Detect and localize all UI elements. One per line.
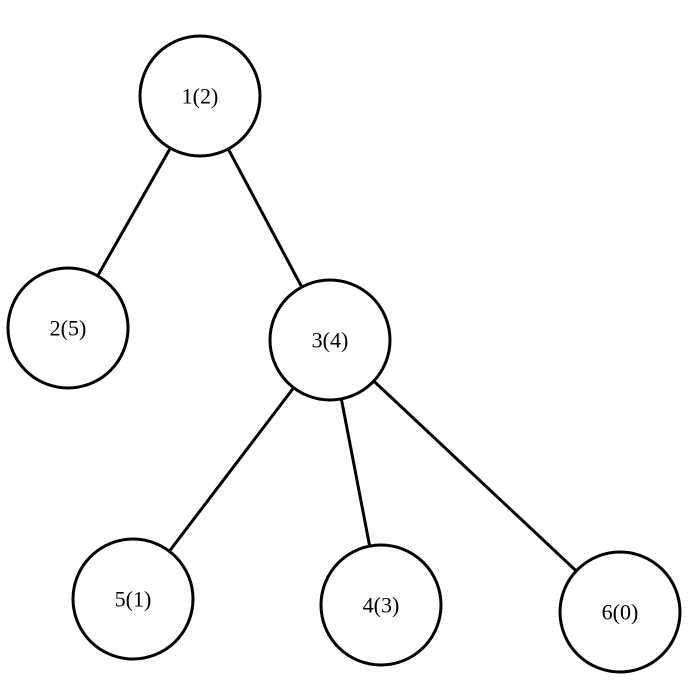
node-circle	[6, 266, 130, 390]
node-circle	[138, 34, 262, 158]
tree-node-n5: 5(1)	[71, 537, 195, 661]
node-label: 3(4)	[312, 328, 349, 353]
tree-node-n1: 1(2)	[138, 34, 262, 158]
node-circle	[71, 537, 195, 661]
node-label: 4(3)	[363, 593, 400, 618]
tree-node-n6: 6(0)	[558, 550, 682, 674]
node-circle	[558, 550, 682, 674]
tree-edges	[96, 146, 578, 573]
tree-node-n4: 4(3)	[319, 543, 443, 667]
tree-nodes: 1(2) 2(5) 3(4) 5(1) 4(3) 6(0)	[6, 34, 682, 674]
tree-node-n3: 3(4)	[268, 278, 392, 402]
edge-n3-n5	[167, 386, 296, 553]
edge-n1-n3	[226, 147, 304, 289]
node-label: 1(2)	[182, 84, 219, 109]
node-label: 6(0)	[602, 600, 639, 625]
edge-n1-n2	[96, 146, 172, 278]
edge-n3-n6	[372, 379, 578, 573]
node-label: 2(5)	[50, 316, 87, 341]
tree-node-n2: 2(5)	[6, 266, 130, 390]
node-circle	[319, 543, 443, 667]
node-circle	[268, 278, 392, 402]
edge-n3-n4	[339, 397, 372, 548]
node-label: 5(1)	[115, 587, 152, 612]
